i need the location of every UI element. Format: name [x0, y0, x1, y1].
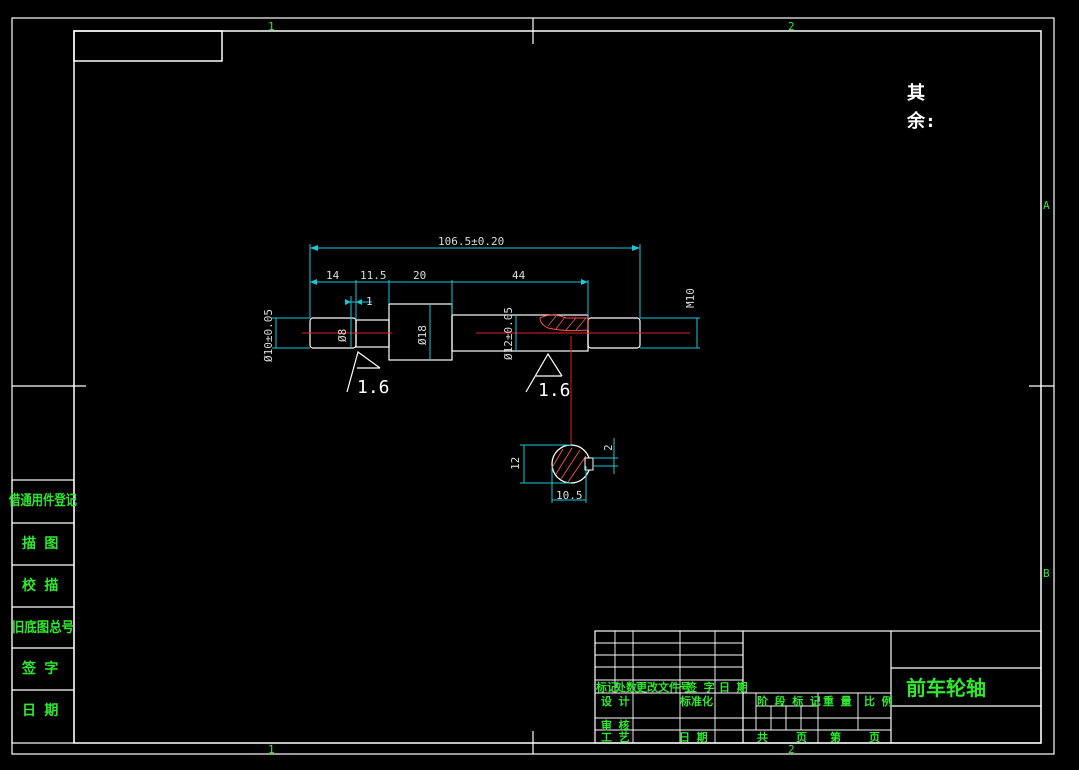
inner-frame: [73, 30, 1042, 744]
dim-section-height: 12: [509, 457, 522, 470]
roughness-symbols: [346, 351, 563, 393]
tb-count: 处数: [614, 680, 638, 694]
part-name: 前车轮轴: [906, 676, 986, 700]
zone-top-1: 1: [268, 20, 275, 33]
keyway-hatch: [539, 314, 589, 332]
side-panel-label-5: 日 期: [22, 703, 58, 719]
tb-standard: 标准化: [679, 694, 713, 708]
side-panel-label-1: 描 图: [22, 535, 58, 552]
side-panel-label-0: 借通用件登记: [8, 492, 77, 509]
dim-keyway-depth: 2: [602, 444, 615, 451]
tb-stage: 阶 段 标 记: [757, 694, 821, 708]
dimension-lines: [272, 244, 700, 360]
dim-collar-dia: Ø18: [416, 325, 429, 345]
dimension-texts: 106.5±0.20 14 11.5 20 44 1 Ø10±0.05 Ø8 Ø…: [262, 235, 697, 502]
zone-top-2: 2: [788, 20, 795, 33]
dim-right-dia: Ø12±0.05: [502, 307, 515, 360]
side-panel-label-2: 校 描: [22, 577, 58, 594]
tb-date: 日 期: [719, 680, 748, 694]
dim-neck-dia: Ø8: [336, 329, 349, 342]
note-line-2: 余:: [906, 110, 936, 132]
tb-design: 设 计: [601, 694, 630, 708]
roughness-left: 1.6: [357, 377, 390, 398]
roughness-right: 1.6: [538, 380, 571, 401]
tb-sign: 签 字: [685, 680, 715, 694]
dim-seg2: 11.5: [360, 269, 387, 282]
zone-markers: 1 2 1 2 A B: [268, 20, 1050, 756]
keyway-hatch-lines: [547, 315, 587, 331]
section-dimension-lines: [520, 438, 618, 503]
dim-thread: M10: [684, 288, 697, 308]
dim-seg1: 14: [326, 269, 340, 282]
roughness-note: 其 余:: [906, 83, 936, 132]
dim-seg3: 20: [413, 269, 426, 282]
dim-section-width: 10.5: [556, 489, 583, 502]
tb-mark: 标记: [595, 680, 618, 694]
side-panel-label-3: 旧底图总号: [12, 619, 74, 636]
tb-weight: 重 量: [823, 694, 852, 708]
title-block: 标记 处数 更改文件号 签 字 日 期 设 计 标准化 审 核 工 艺 日 期 …: [594, 630, 1042, 744]
zone-right-a: A: [1043, 199, 1050, 212]
tb-sheets: 页: [796, 731, 807, 744]
arrowheads: [310, 245, 640, 305]
dim-seg4: 44: [512, 269, 526, 282]
tb-process: 工 艺: [601, 730, 630, 744]
tb-change-doc: 更改文件号: [636, 680, 691, 694]
center-lines: [302, 332, 690, 446]
note-line-1: 其: [907, 83, 925, 104]
tb-sheet-no: 第: [830, 730, 841, 744]
dim-groove: 1: [366, 295, 373, 308]
tb-scale: 比 例: [864, 694, 893, 708]
tb-date2: 日 期: [679, 730, 708, 744]
dim-overall: 106.5±0.20: [438, 235, 504, 248]
side-panel: 借通用件登记 描 图 校 描 旧底图总号 签 字 日 期: [8, 479, 77, 744]
tb-sheet: 页: [869, 731, 880, 744]
dim-left-dia: Ø10±0.05: [262, 309, 275, 362]
side-panel-label-4: 签 字: [21, 660, 58, 677]
zone-right-b: B: [1043, 567, 1050, 580]
zone-bottom-1: 1: [268, 743, 275, 756]
tb-review: 审 核: [601, 718, 630, 732]
tb-total: 共: [757, 730, 768, 744]
zone-bottom-2: 2: [788, 743, 795, 756]
zone-ticks: [12, 18, 1054, 754]
